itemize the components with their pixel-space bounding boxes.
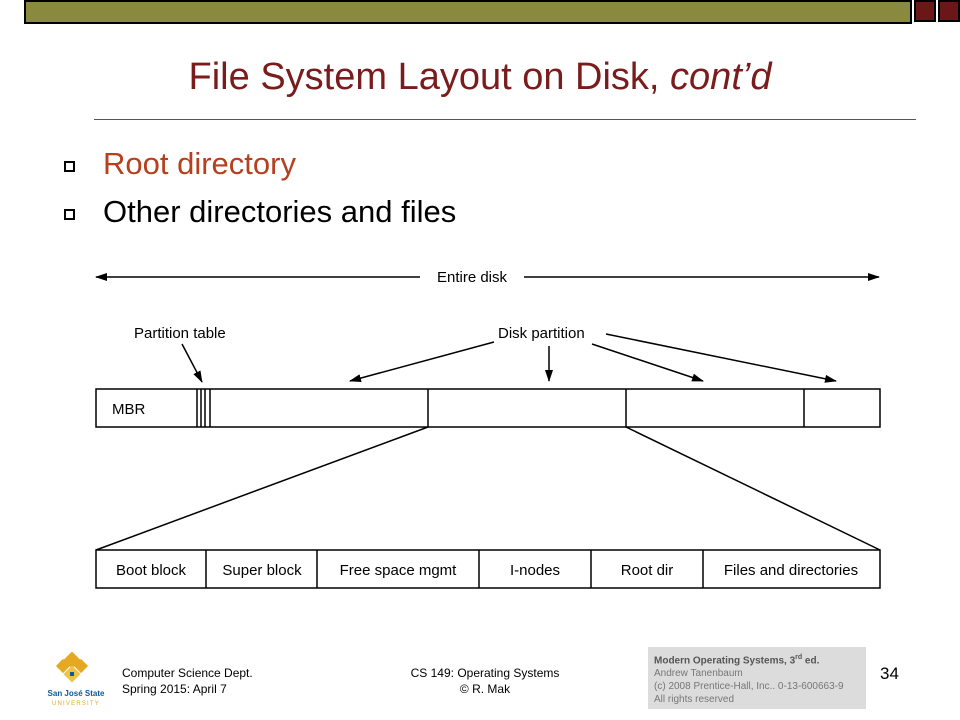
bullet-text: Other directories and files [103,194,457,229]
expansion-line-right [625,426,881,551]
logo-text-university: UNIVERSITY [52,701,100,707]
credit-copyright: (c) 2008 Prentice-Hall, Inc.. 0-13-60066… [654,681,844,693]
expansion-line-left [95,426,429,551]
bullet-list: Root directory Other directories and fil… [64,140,456,236]
square-bullet-icon [64,160,75,172]
partition-arrow-1 [349,341,495,382]
partition-table-arrow [181,343,203,383]
logo-emblem [55,652,89,683]
block-boot: Boot block [116,562,187,579]
slide-title: File System Layout on Disk, cont’d [0,56,960,99]
sjsu-logo: San José State UNIVERSITY [48,652,105,707]
logo-text-name: San José State [48,689,105,698]
entire-disk-label: Entire disk [437,269,508,286]
partition-arrow-4 [605,333,837,383]
block-super: Super block [222,562,302,579]
corner-accent-square [938,0,960,22]
title-main: File System Layout on Disk, [188,56,671,98]
footer-course: CS 149: Operating Systems © R. Mak [400,665,570,697]
credit-rights: All rights reserved [654,694,735,706]
bullet-text: Root directory [103,146,296,181]
textbook-credit: Modern Operating Systems, 3rd ed. Andrew… [648,647,866,709]
partition-detail-bar [95,549,881,589]
disk-partition-label: Disk partition [498,325,585,342]
footer-course-line2: © R. Mak [459,682,511,696]
square-bullet-icon [64,208,75,220]
bullet-root-directory: Root directory [64,140,456,188]
block-root-dir: Root dir [621,562,674,579]
disk-bar [95,388,881,428]
top-bar [24,0,912,24]
title-italic: cont’d [670,56,772,98]
footer-dept: Computer Science Dept. Spring 2015: Apri… [122,665,253,697]
credit-title: Modern Operating Systems, 3rd ed. [654,654,820,667]
footer-dept-line1: Computer Science Dept. [122,666,253,680]
block-inodes: I-nodes [510,562,560,579]
mbr-label: MBR [112,401,146,418]
bullet-other-directories: Other directories and files [64,188,456,236]
title-divider [94,119,916,120]
top-bar-accent-square [914,0,936,22]
partition-table-label: Partition table [134,325,226,342]
footer-dept-line2: Spring 2015: April 7 [122,682,227,696]
partition-arrow-3 [591,343,704,382]
credit-author: Andrew Tanenbaum [654,668,743,680]
page-number: 34 [880,664,899,683]
block-files-dirs: Files and directories [724,562,858,579]
block-free-space: Free space mgmt [340,562,458,579]
footer-course-line1: CS 149: Operating Systems [410,666,560,680]
